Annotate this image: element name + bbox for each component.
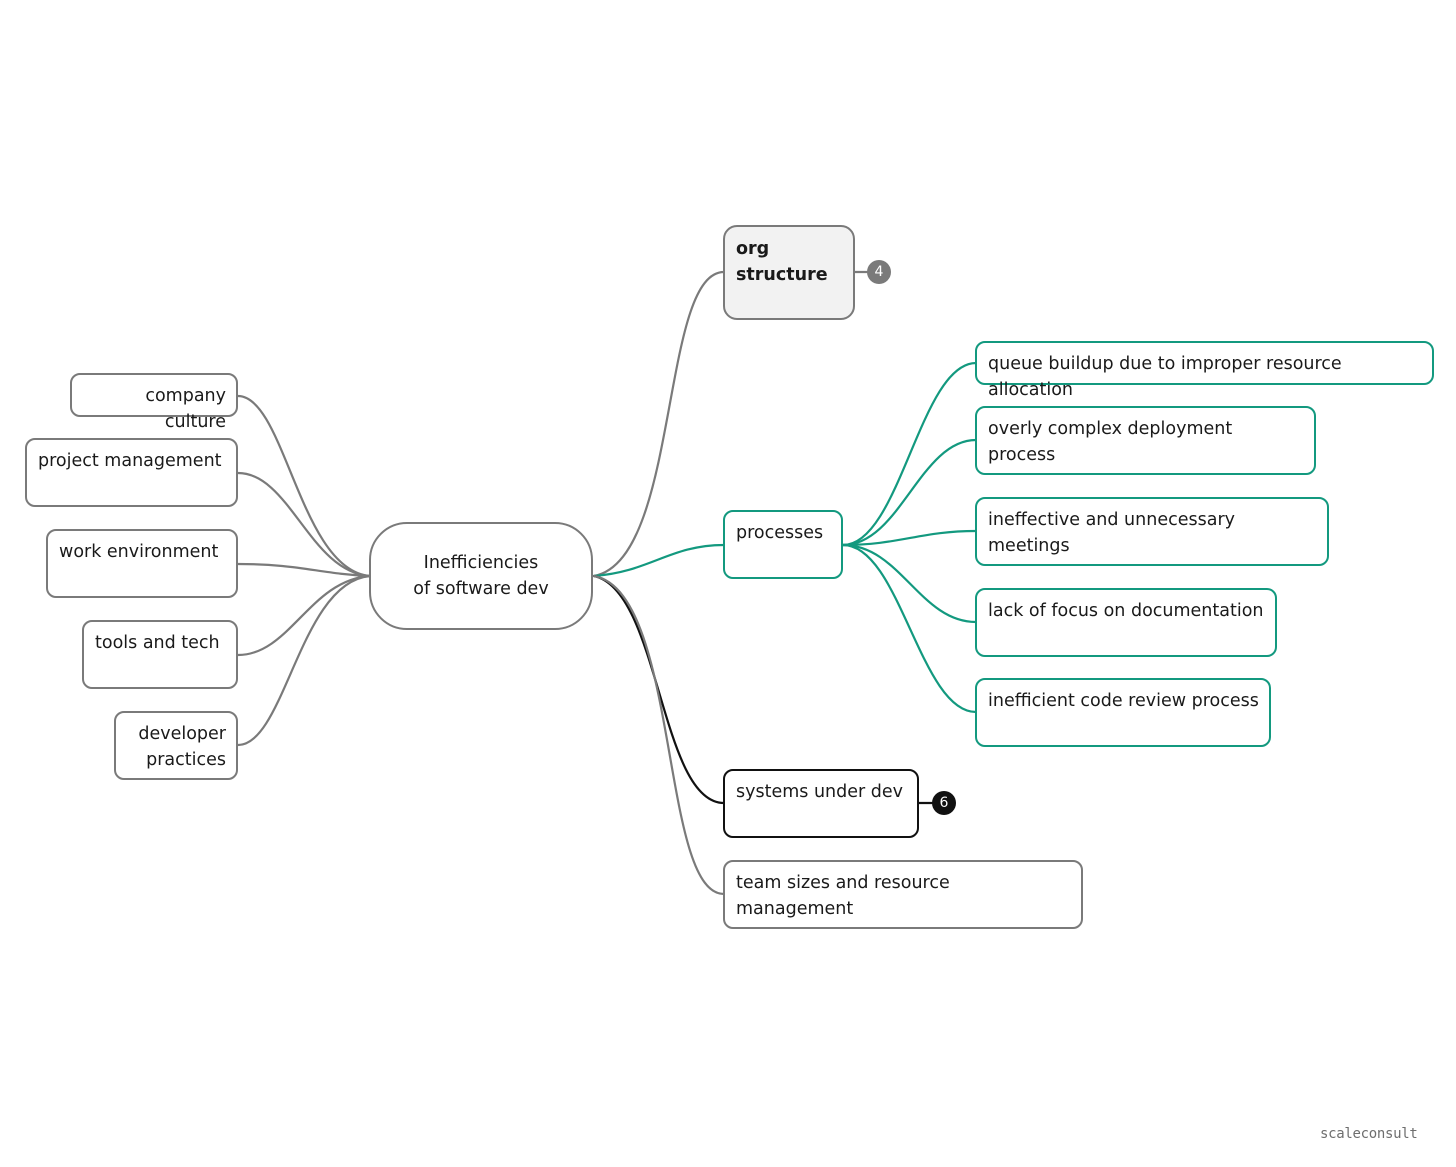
node-work-environment[interactable]: work environment [46,529,238,598]
edge-documentation [841,543,978,624]
collapsed-count-badge[interactable]: 4 [867,260,891,284]
edge-code-review [841,543,978,714]
node-label: company culture [145,386,226,432]
node-label: processes [736,523,824,543]
node-code-review[interactable]: inefficient code review process [975,678,1271,747]
node-label: org structure [736,239,828,285]
node-org-structure[interactable]: org structure [723,225,855,320]
node-label: work environment [59,542,219,562]
edge-org-structure [592,270,726,578]
edge-company-culture [236,394,372,578]
node-label: overly complex deployment process [988,419,1233,465]
root-label: Inefficiencies of software dev [413,553,549,599]
root-node[interactable]: Inefficiencies of software dev [369,522,593,630]
node-company-culture[interactable]: company culture [70,373,238,432]
node-team-sizes[interactable]: team sizes and resource management [723,860,1083,929]
node-label: inefficient code review process [988,691,1259,711]
node-tools-and-tech[interactable]: tools and tech [82,620,238,689]
edge-meetings [841,529,978,547]
node-deployment-process[interactable]: overly complex deployment process [975,406,1316,475]
node-label: ineffective and unnecessary meetings [988,510,1235,556]
edge-work-environment [236,562,372,578]
node-project-management[interactable]: project management [25,438,238,507]
edge-deployment [841,438,978,547]
node-processes[interactable]: processes [723,510,843,579]
node-developer-practices[interactable]: developer practices [114,711,238,780]
node-label: lack of focus on documentation [988,601,1264,621]
node-label: team sizes and resource management [736,873,950,919]
node-label: tools and tech [95,633,220,653]
node-label: project management [38,451,222,471]
edge-queue-buildup [841,361,978,547]
collapsed-count-badge[interactable]: 6 [932,791,956,815]
node-documentation[interactable]: lack of focus on documentation [975,588,1277,657]
node-systems-under-dev[interactable]: systems under dev [723,769,919,838]
watermark: scaleconsult [1320,1126,1418,1142]
node-label: queue buildup due to improper resource a… [988,354,1342,400]
edge-developer-practices [236,574,372,747]
edge-tools-and-tech [236,574,372,657]
edge-systems-under-dev [592,574,726,805]
node-label: systems under dev [736,782,903,802]
edge-processes [592,543,726,578]
node-label: developer practices [138,724,226,770]
edge-team-sizes [592,574,726,896]
edge-project-management [236,471,372,578]
node-queue-buildup[interactable]: queue buildup due to improper resource a… [975,341,1434,400]
node-meetings[interactable]: ineffective and unnecessary meetings [975,497,1329,566]
